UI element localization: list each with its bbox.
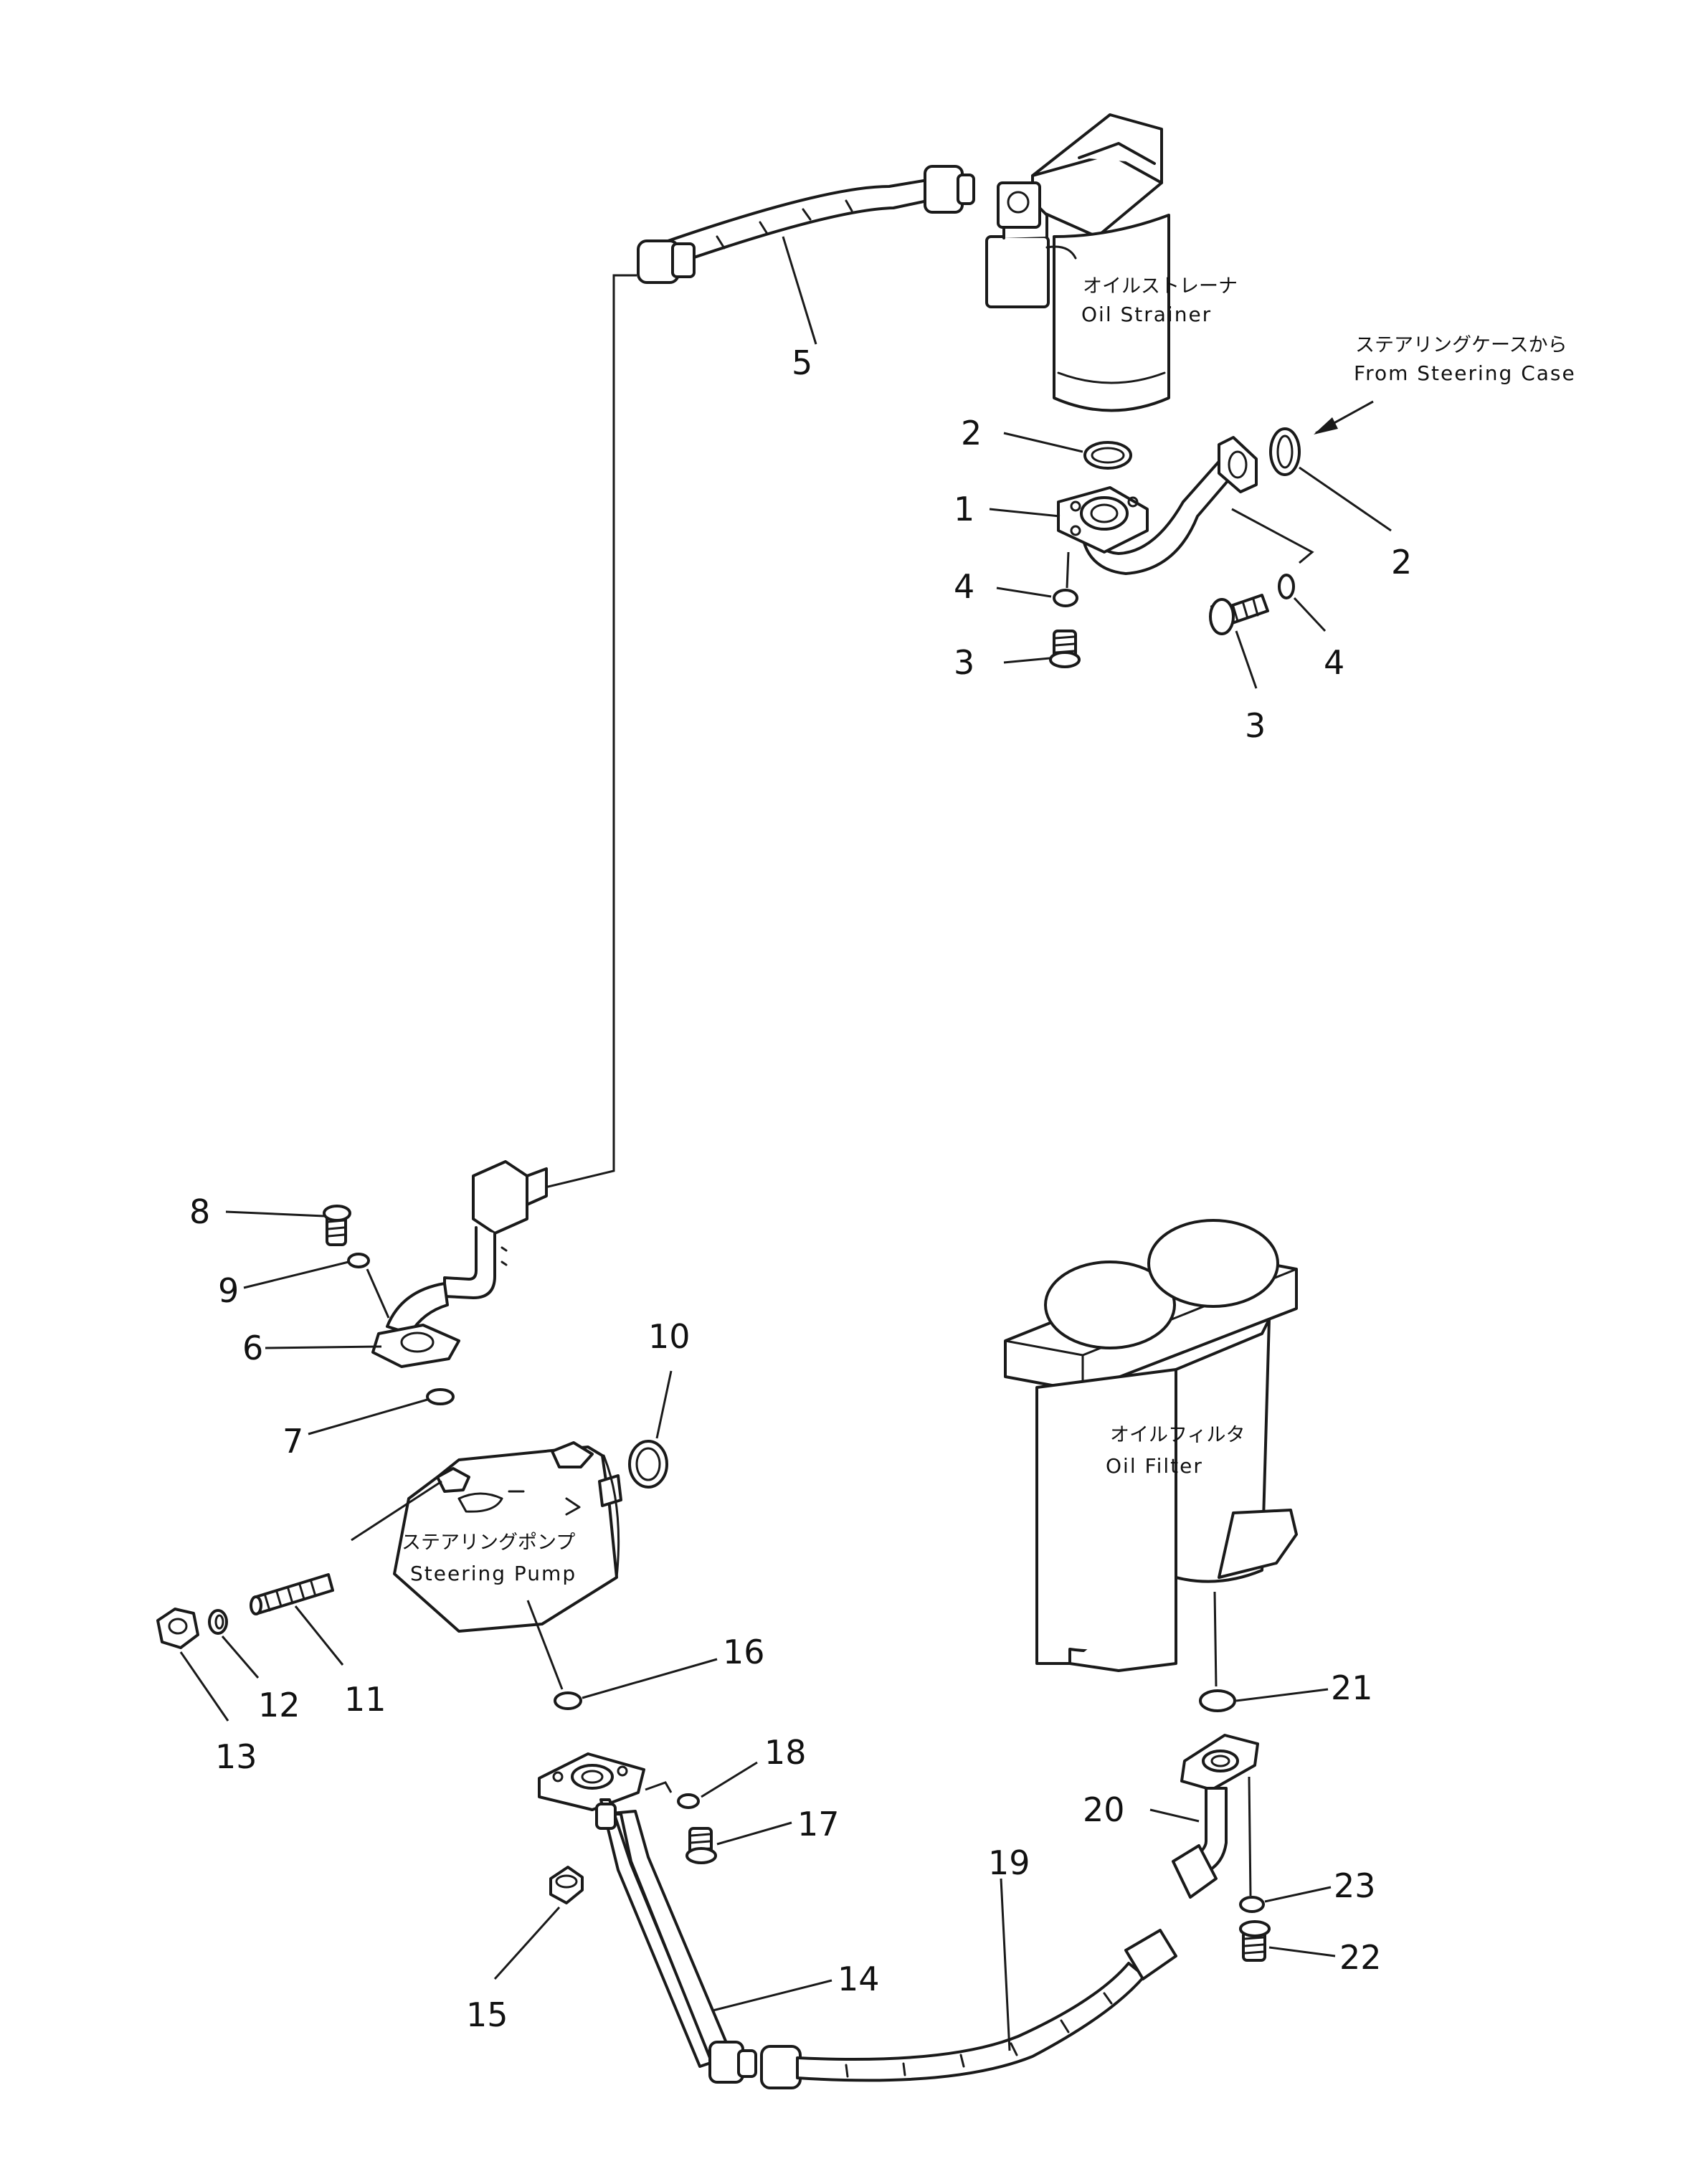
oil-strainer-label-en: Oil Strainer (1081, 303, 1212, 326)
leader-4-left (996, 587, 1052, 598)
tube-14 (538, 1752, 757, 2084)
leader-8 (225, 1210, 325, 1217)
leader-9 (243, 1261, 349, 1289)
washer-18 (677, 1793, 700, 1809)
leader-10 (655, 1370, 673, 1439)
leader-23 (1264, 1886, 1332, 1903)
leader-12 (221, 1636, 260, 1679)
o-ring-7 (426, 1388, 455, 1405)
callout-22: 22 (1339, 1938, 1382, 1977)
tube-6 (371, 1160, 548, 1368)
leader-11 (294, 1605, 344, 1666)
bolt-8 (323, 1205, 351, 1246)
leader-2-right (1299, 466, 1392, 532)
leader-17 (716, 1821, 792, 1846)
screw-3-left (1049, 630, 1081, 668)
leader-15 (493, 1906, 561, 1980)
tube-20 (1172, 1734, 1259, 1899)
oil-strainer (985, 113, 1170, 412)
callout-6: 6 (242, 1329, 263, 1367)
oil-filter-label-jp: オイルフィルタ (1110, 1424, 1245, 1446)
callout-1: 1 (954, 490, 974, 528)
hose-19 (760, 1929, 1177, 2089)
callout-18: 18 (764, 1733, 807, 1772)
leader-4-right (1293, 597, 1327, 632)
callout-15: 15 (466, 1995, 508, 2034)
callout-23: 23 (1334, 1866, 1376, 1905)
callout-8: 8 (189, 1192, 210, 1231)
callout-14: 14 (838, 1960, 880, 1998)
leader-19 (1000, 1878, 1011, 2051)
callout-7: 7 (283, 1422, 303, 1461)
oil-filter-label-en: Oil Filter (1106, 1454, 1203, 1478)
callout-3-right: 3 (1245, 706, 1266, 745)
leader-7 (308, 1398, 428, 1435)
leader-13 (179, 1651, 229, 1722)
callout-20: 20 (1083, 1790, 1125, 1829)
o-ring-21 (1199, 1689, 1236, 1712)
callout-3-left: 3 (954, 643, 974, 682)
washer-4-right (1278, 574, 1295, 599)
o-ring-2-right (1269, 427, 1301, 476)
oil-strainer-label-jp: オイルストレーナ (1083, 275, 1238, 298)
leader-3-right (1235, 630, 1258, 689)
leader-18 (701, 1761, 758, 1798)
callout-21: 21 (1331, 1669, 1373, 1707)
bolt-3-right (1209, 594, 1269, 635)
leader-21 (1235, 1688, 1329, 1702)
callout-11: 11 (344, 1680, 386, 1719)
leader-1-bracket (1231, 508, 1314, 564)
callout-5: 5 (792, 343, 812, 382)
tube-1 (1057, 436, 1258, 575)
callout-2-left: 2 (961, 414, 982, 452)
steering-pump (393, 1441, 622, 1633)
callout-9: 9 (218, 1271, 239, 1310)
o-ring-10 (628, 1440, 668, 1489)
leader-14 (712, 1979, 832, 2012)
steering-case-arrowhead (1314, 417, 1338, 435)
oil-filter (1004, 1219, 1298, 1672)
callout-4-right: 4 (1324, 643, 1344, 682)
callout-2-right: 2 (1391, 543, 1412, 582)
callout-16: 16 (723, 1633, 765, 1671)
nut-13 (156, 1608, 199, 1649)
hose-5 (637, 165, 975, 284)
leader-3-left (1003, 657, 1050, 664)
o-ring-16 (554, 1691, 582, 1710)
callout-13: 13 (215, 1737, 257, 1776)
steering-case-label-en: From Steering Case (1354, 361, 1576, 385)
bolt-22 (1239, 1920, 1271, 1962)
leader-22 (1268, 1946, 1336, 1957)
bolt-17 (685, 1827, 717, 1864)
washer-23 (1239, 1896, 1265, 1913)
steering-pump-label-en: Steering Pump (410, 1562, 577, 1585)
hose-5-route-line (539, 274, 637, 1190)
leader-2-left (1003, 432, 1083, 453)
steering-pump-label-jp: ステアリングポンプ (402, 1532, 575, 1554)
plug-15 (549, 1866, 584, 1904)
steering-case-label-jp: ステアリングケースから (1355, 334, 1567, 356)
callout-17: 17 (797, 1805, 840, 1843)
leader-20 (1149, 1808, 1200, 1823)
leader-5 (782, 236, 817, 345)
callout-19: 19 (988, 1843, 1030, 1882)
leader-1 (989, 508, 1061, 518)
washer-4-left (1053, 589, 1078, 607)
leader-6 (265, 1345, 382, 1349)
callout-4-left: 4 (954, 567, 974, 606)
stud-11 (250, 1573, 334, 1615)
washer-9 (347, 1253, 370, 1268)
callout-12: 12 (258, 1686, 300, 1724)
callout-10: 10 (648, 1317, 691, 1356)
o-ring-2-left (1083, 441, 1132, 470)
leader-16 (582, 1658, 718, 1699)
